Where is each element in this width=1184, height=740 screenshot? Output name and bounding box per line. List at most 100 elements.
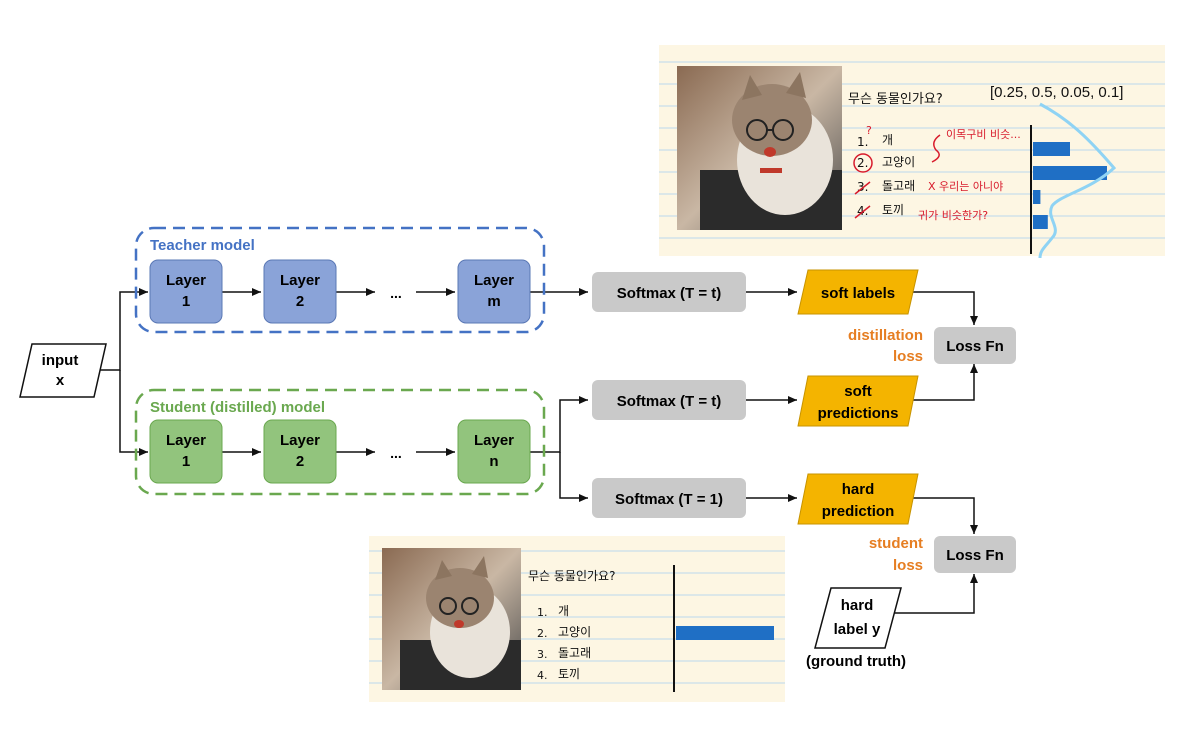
annotation-4: 귀가 비슷한가? <box>918 209 988 222</box>
top-bar-4 <box>1033 215 1048 229</box>
arrow-sn-softmax-hard <box>559 452 588 502</box>
top-bar-2 <box>1033 166 1107 180</box>
student-title: Student (distilled) model <box>150 399 325 416</box>
bottom-hard-label-bars <box>676 626 774 640</box>
bottom-label-panel: 무슨 동물인가요? 1. 개 2. 고양이 3. 돌고래 4. 토끼 <box>369 536 785 702</box>
arrow-input-to-teacher <box>95 288 148 371</box>
arrow-hardlabel-loss <box>885 574 978 614</box>
softmax-student-hard-label: Softmax (T = 1) <box>615 491 723 508</box>
teacher-ellipsis: ... <box>390 285 402 301</box>
handwritten-annotations: ? 이목구비 비슷... X 우리는 아니야 귀가 비슷한가? <box>853 124 1021 222</box>
soft-label-vector: [0.25, 0.5, 0.05, 0.1] <box>990 84 1123 101</box>
top-option-num-1: 1. <box>857 135 868 149</box>
top-question: 무슨 동물인가요? <box>848 92 943 107</box>
teacher-layer-m: Layer m <box>457 259 531 324</box>
student-layer-n: Layer n <box>457 419 531 484</box>
top-option-text-1: 개 <box>882 133 893 147</box>
soft-labels-label: soft labels <box>821 285 895 302</box>
student-layer-2: Layer 2 <box>263 419 337 484</box>
soft-labels-node: soft labels <box>797 269 919 315</box>
annotation-question-mark: ? <box>866 124 872 137</box>
distribution-curve <box>1038 102 1117 259</box>
student-layer-1-line2: 1 <box>182 453 190 470</box>
hard-label-line2: label y <box>834 621 881 638</box>
loss-fn-bottom-label: Loss Fn <box>946 547 1004 564</box>
top-option-text-2: 고양이 <box>882 155 915 169</box>
student-loss-line2: loss <box>893 557 923 574</box>
hard-label-line1: hard <box>841 597 874 614</box>
hard-prediction-node: hard prediction <box>797 473 919 525</box>
teacher-model: Teacher model Layer 1 Layer 2 ... Layer … <box>134 226 546 334</box>
arrow-input-to-student <box>119 370 148 456</box>
ground-truth-caption: (ground truth) <box>806 653 906 670</box>
distillation-loss-line2: loss <box>893 348 923 365</box>
loss-fn-bottom: Loss Fn <box>934 536 1016 573</box>
student-layer-2-line1: Layer <box>280 432 320 449</box>
soft-predictions-node: soft predictions <box>797 375 919 427</box>
strike-mark-4 <box>854 205 871 219</box>
student-layer-2-line2: 2 <box>296 453 304 470</box>
hard-prediction-line2: prediction <box>822 503 895 520</box>
bottom-option-text-3: 돌고래 <box>558 646 591 660</box>
cat-photo-top <box>677 66 842 230</box>
top-label-panel: 무슨 동물인가요? [0.25, 0.5, 0.05, 0.1] 1. 개 2.… <box>659 45 1165 259</box>
arrow-softlabels-loss <box>912 291 978 325</box>
student-layer-n-line1: Layer <box>474 432 514 449</box>
student-model: Student (distilled) model Layer 1 Layer … <box>134 388 546 496</box>
softmax-student-hard: Softmax (T = 1) <box>592 478 746 518</box>
bottom-option-num-3: 3. <box>537 648 548 661</box>
strike-mark-3 <box>854 181 871 195</box>
hard-prediction-line1: hard <box>842 481 875 498</box>
input-node: input x <box>19 343 107 398</box>
top-option-text-3: 돌고래 <box>882 179 915 193</box>
teacher-title: Teacher model <box>150 237 255 254</box>
bottom-option-text-4: 토끼 <box>558 667 580 681</box>
arrow-hardpred-loss <box>912 497 978 534</box>
loss-fn-top: Loss Fn <box>934 327 1016 364</box>
student-layer-n-line2: n <box>489 453 498 470</box>
bottom-bar-2 <box>676 626 774 640</box>
top-option-text-4: 토끼 <box>882 203 904 217</box>
teacher-layer-m-line2: m <box>487 293 500 310</box>
top-bar-1 <box>1033 142 1070 156</box>
bottom-option-num-4: 4. <box>537 669 548 682</box>
correct-answer-circle <box>853 153 873 173</box>
hard-label-node: hard label y <box>814 587 902 649</box>
teacher-layer-1: Layer 1 <box>149 259 223 324</box>
bottom-options: 1. 개 2. 고양이 3. 돌고래 4. 토끼 <box>537 604 591 682</box>
input-label-line2: x <box>56 372 65 389</box>
annotation-1: 이목구비 비슷... <box>946 128 1021 141</box>
teacher-layer-1-line1: Layer <box>166 272 206 289</box>
bottom-question: 무슨 동물인가요? <box>528 569 615 583</box>
top-bar-3 <box>1033 190 1041 204</box>
teacher-layer-1-line2: 1 <box>182 293 190 310</box>
soft-predictions-line2: predictions <box>818 405 899 422</box>
teacher-layer-2-line1: Layer <box>280 272 320 289</box>
softmax-student-soft: Softmax (T = t) <box>592 380 746 420</box>
student-layer-1: Layer 1 <box>149 419 223 484</box>
top-soft-label-bars <box>1033 142 1107 229</box>
bottom-option-num-1: 1. <box>537 606 548 619</box>
student-ellipsis: ... <box>390 445 402 461</box>
bottom-option-text-2: 고양이 <box>558 625 591 639</box>
top-option-num-2: 2. <box>857 156 868 170</box>
bottom-option-text-1: 개 <box>558 604 569 618</box>
softmax-teacher: Softmax (T = t) <box>592 272 746 312</box>
input-label-line1: input <box>42 352 79 369</box>
distillation-loss-line1: distillation <box>848 327 923 344</box>
soft-predictions-line1: soft <box>844 383 872 400</box>
loss-fn-top-label: Loss Fn <box>946 338 1004 355</box>
teacher-layer-2-line2: 2 <box>296 293 304 310</box>
arrow-softpred-loss <box>912 364 978 401</box>
annotation-arrow-1 <box>931 134 941 163</box>
annotation-3: X 우리는 아니야 <box>928 180 1003 193</box>
softmax-teacher-label: Softmax (T = t) <box>617 285 722 302</box>
bottom-option-num-2: 2. <box>537 627 548 640</box>
teacher-layer-2: Layer 2 <box>263 259 337 324</box>
student-loss-line1: student <box>869 535 923 552</box>
cat-photo-bottom <box>382 548 521 690</box>
arrow-sn-softmax-soft <box>530 396 588 453</box>
teacher-layer-m-line1: Layer <box>474 272 514 289</box>
student-layer-1-line1: Layer <box>166 432 206 449</box>
